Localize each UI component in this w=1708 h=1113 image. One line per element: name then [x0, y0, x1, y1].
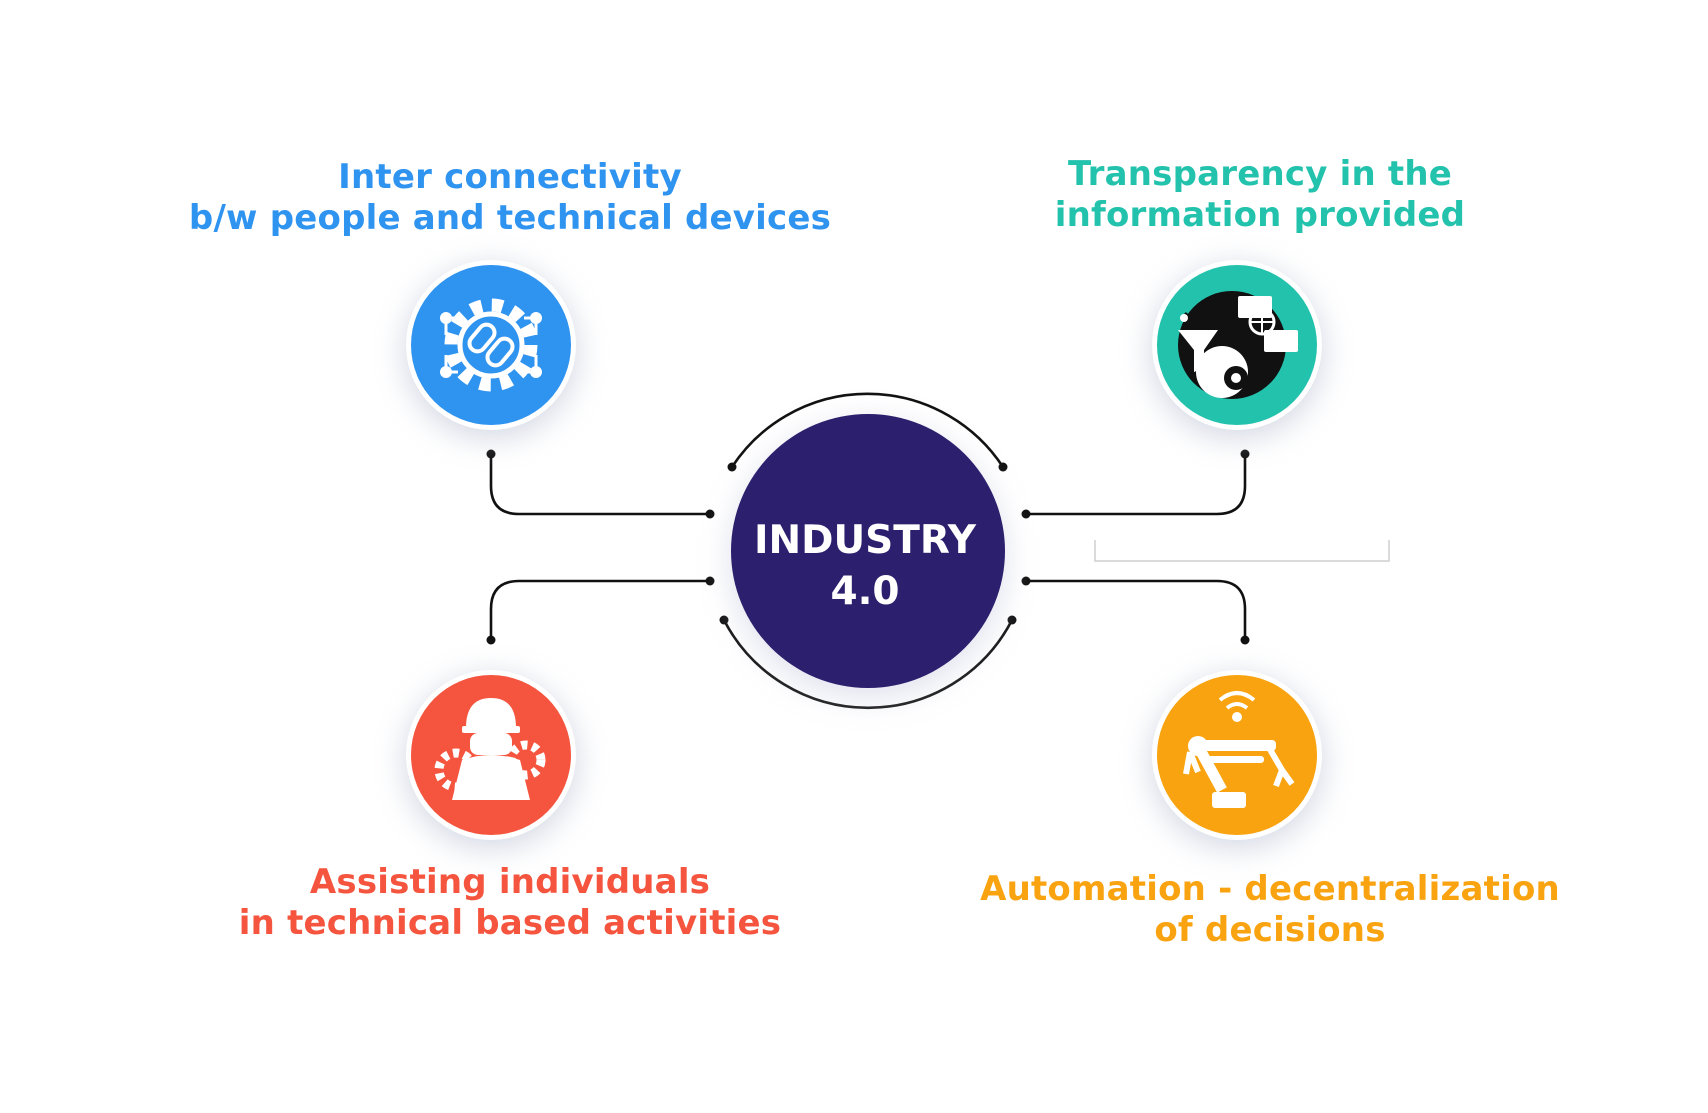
- interconnectivity-label-line2: b/w people and technical devices: [188, 198, 832, 238]
- interconnectivity-label: Inter connectivity b/w people and techni…: [160, 157, 860, 239]
- transparency-label: Transparency in the information provided: [1010, 154, 1510, 236]
- center-arc-top: [730, 392, 1005, 468]
- automation-label-line2: of decisions: [1154, 910, 1386, 950]
- assisting-label-line2: in technical based activities: [238, 903, 782, 943]
- assisting-label: Assisting individuals in technical based…: [210, 862, 810, 944]
- center-label: INDUSTRY 4.0: [725, 515, 1005, 617]
- assisting-label-line1: Assisting individuals: [309, 862, 711, 902]
- interconnectivity-label-line1: Inter connectivity: [338, 157, 682, 197]
- gear-link-icon: [440, 298, 542, 392]
- connector-bottom-left: [489, 579, 710, 640]
- connector-top-right: [1026, 454, 1247, 516]
- transparency-label-line2: information provided: [1054, 195, 1466, 235]
- robot-arm-icon: [1183, 691, 1295, 808]
- industry-center-circle: [731, 414, 1005, 688]
- connector-bottom-right: [1026, 579, 1247, 640]
- center-arc-bottom: [722, 619, 1014, 710]
- connector-dots: [486, 449, 1250, 645]
- automation-label-line1: Automation - decentralization: [980, 869, 1560, 909]
- connector-top-left: [489, 454, 710, 516]
- center-label-line2: 4.0: [830, 569, 900, 614]
- transparency-label-line1: Transparency in the: [1067, 154, 1453, 194]
- worker-gears-icon: [434, 698, 546, 800]
- information-network-icon: [1178, 291, 1298, 399]
- badge-automation: [1149, 670, 1325, 850]
- badge-transparency: [1149, 260, 1325, 440]
- badge-assisting: [403, 670, 579, 850]
- automation-label: Automation - decentralization of decisio…: [940, 869, 1600, 951]
- divider-bracket: [1094, 540, 1390, 562]
- center-label-line1: INDUSTRY: [753, 518, 977, 563]
- badge-interconnectivity: [403, 260, 579, 440]
- connector-lines: [489, 392, 1247, 710]
